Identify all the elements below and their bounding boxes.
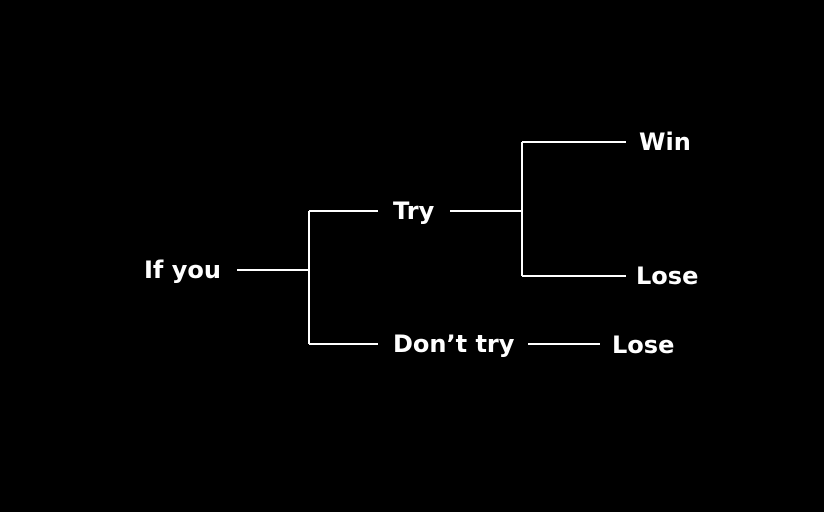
node-dont-try: Don’t try xyxy=(393,330,515,358)
node-win: Win xyxy=(639,128,691,156)
node-try: Try xyxy=(393,197,435,225)
node-dont-try-lose: Lose xyxy=(612,331,675,359)
node-if-you: If you xyxy=(144,256,221,284)
node-try-lose: Lose xyxy=(636,262,699,290)
